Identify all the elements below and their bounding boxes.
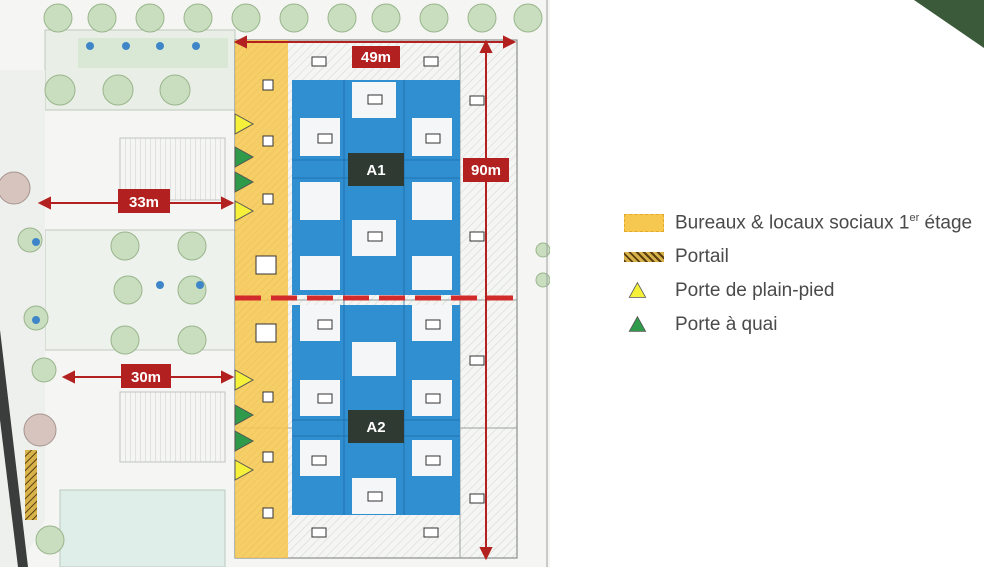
trees — [0, 3, 550, 555]
svg-text:A1: A1 — [366, 162, 385, 179]
green-triangle-icon — [628, 315, 647, 332]
legend-offices-suffix: étage — [919, 212, 973, 234]
dimension-lower-distance-label: 30m — [121, 364, 171, 388]
svg-text:A2: A2 — [366, 419, 385, 436]
cell-a1-label: A1 — [348, 153, 404, 186]
quai-door-icon — [234, 171, 255, 193]
site-plan: 49m 90m 33m 30m A1 A2 — [0, 0, 550, 567]
svg-text:90m: 90m — [471, 162, 501, 179]
svg-text:30m: 30m — [131, 369, 161, 386]
storage-racks — [292, 80, 460, 515]
plain-pied-door-icon — [234, 459, 255, 481]
dimension-height-label: 90m — [463, 158, 509, 182]
legend-gate-label: Portail — [675, 246, 729, 267]
quai-door-icon — [234, 146, 255, 168]
svg-text:33m: 33m — [129, 194, 159, 211]
legend-offices-label: Bureaux & locaux sociaux 1 — [675, 212, 910, 234]
gate-swatch-icon — [624, 252, 664, 262]
corner-decoration — [914, 0, 984, 48]
plain-pied-door-icon — [234, 113, 255, 135]
svg-text:49m: 49m — [361, 49, 391, 66]
offices-swatch-icon — [624, 214, 664, 232]
legend-quai-label: Porte à quai — [675, 314, 778, 335]
legend-offices-sup: er — [909, 212, 920, 224]
dimension-width-label: 49m — [352, 46, 400, 68]
quai-door-icon — [234, 404, 255, 426]
yellow-triangle-icon — [628, 281, 647, 298]
legend-plain-pied-label: Porte de plain-pied — [675, 280, 835, 301]
plain-pied-door-icon — [234, 200, 255, 222]
dimension-upper-distance-label: 33m — [118, 189, 170, 213]
quai-door-icon — [234, 430, 255, 452]
plain-pied-door-icon — [234, 369, 255, 391]
cell-a2-label: A2 — [348, 410, 404, 443]
